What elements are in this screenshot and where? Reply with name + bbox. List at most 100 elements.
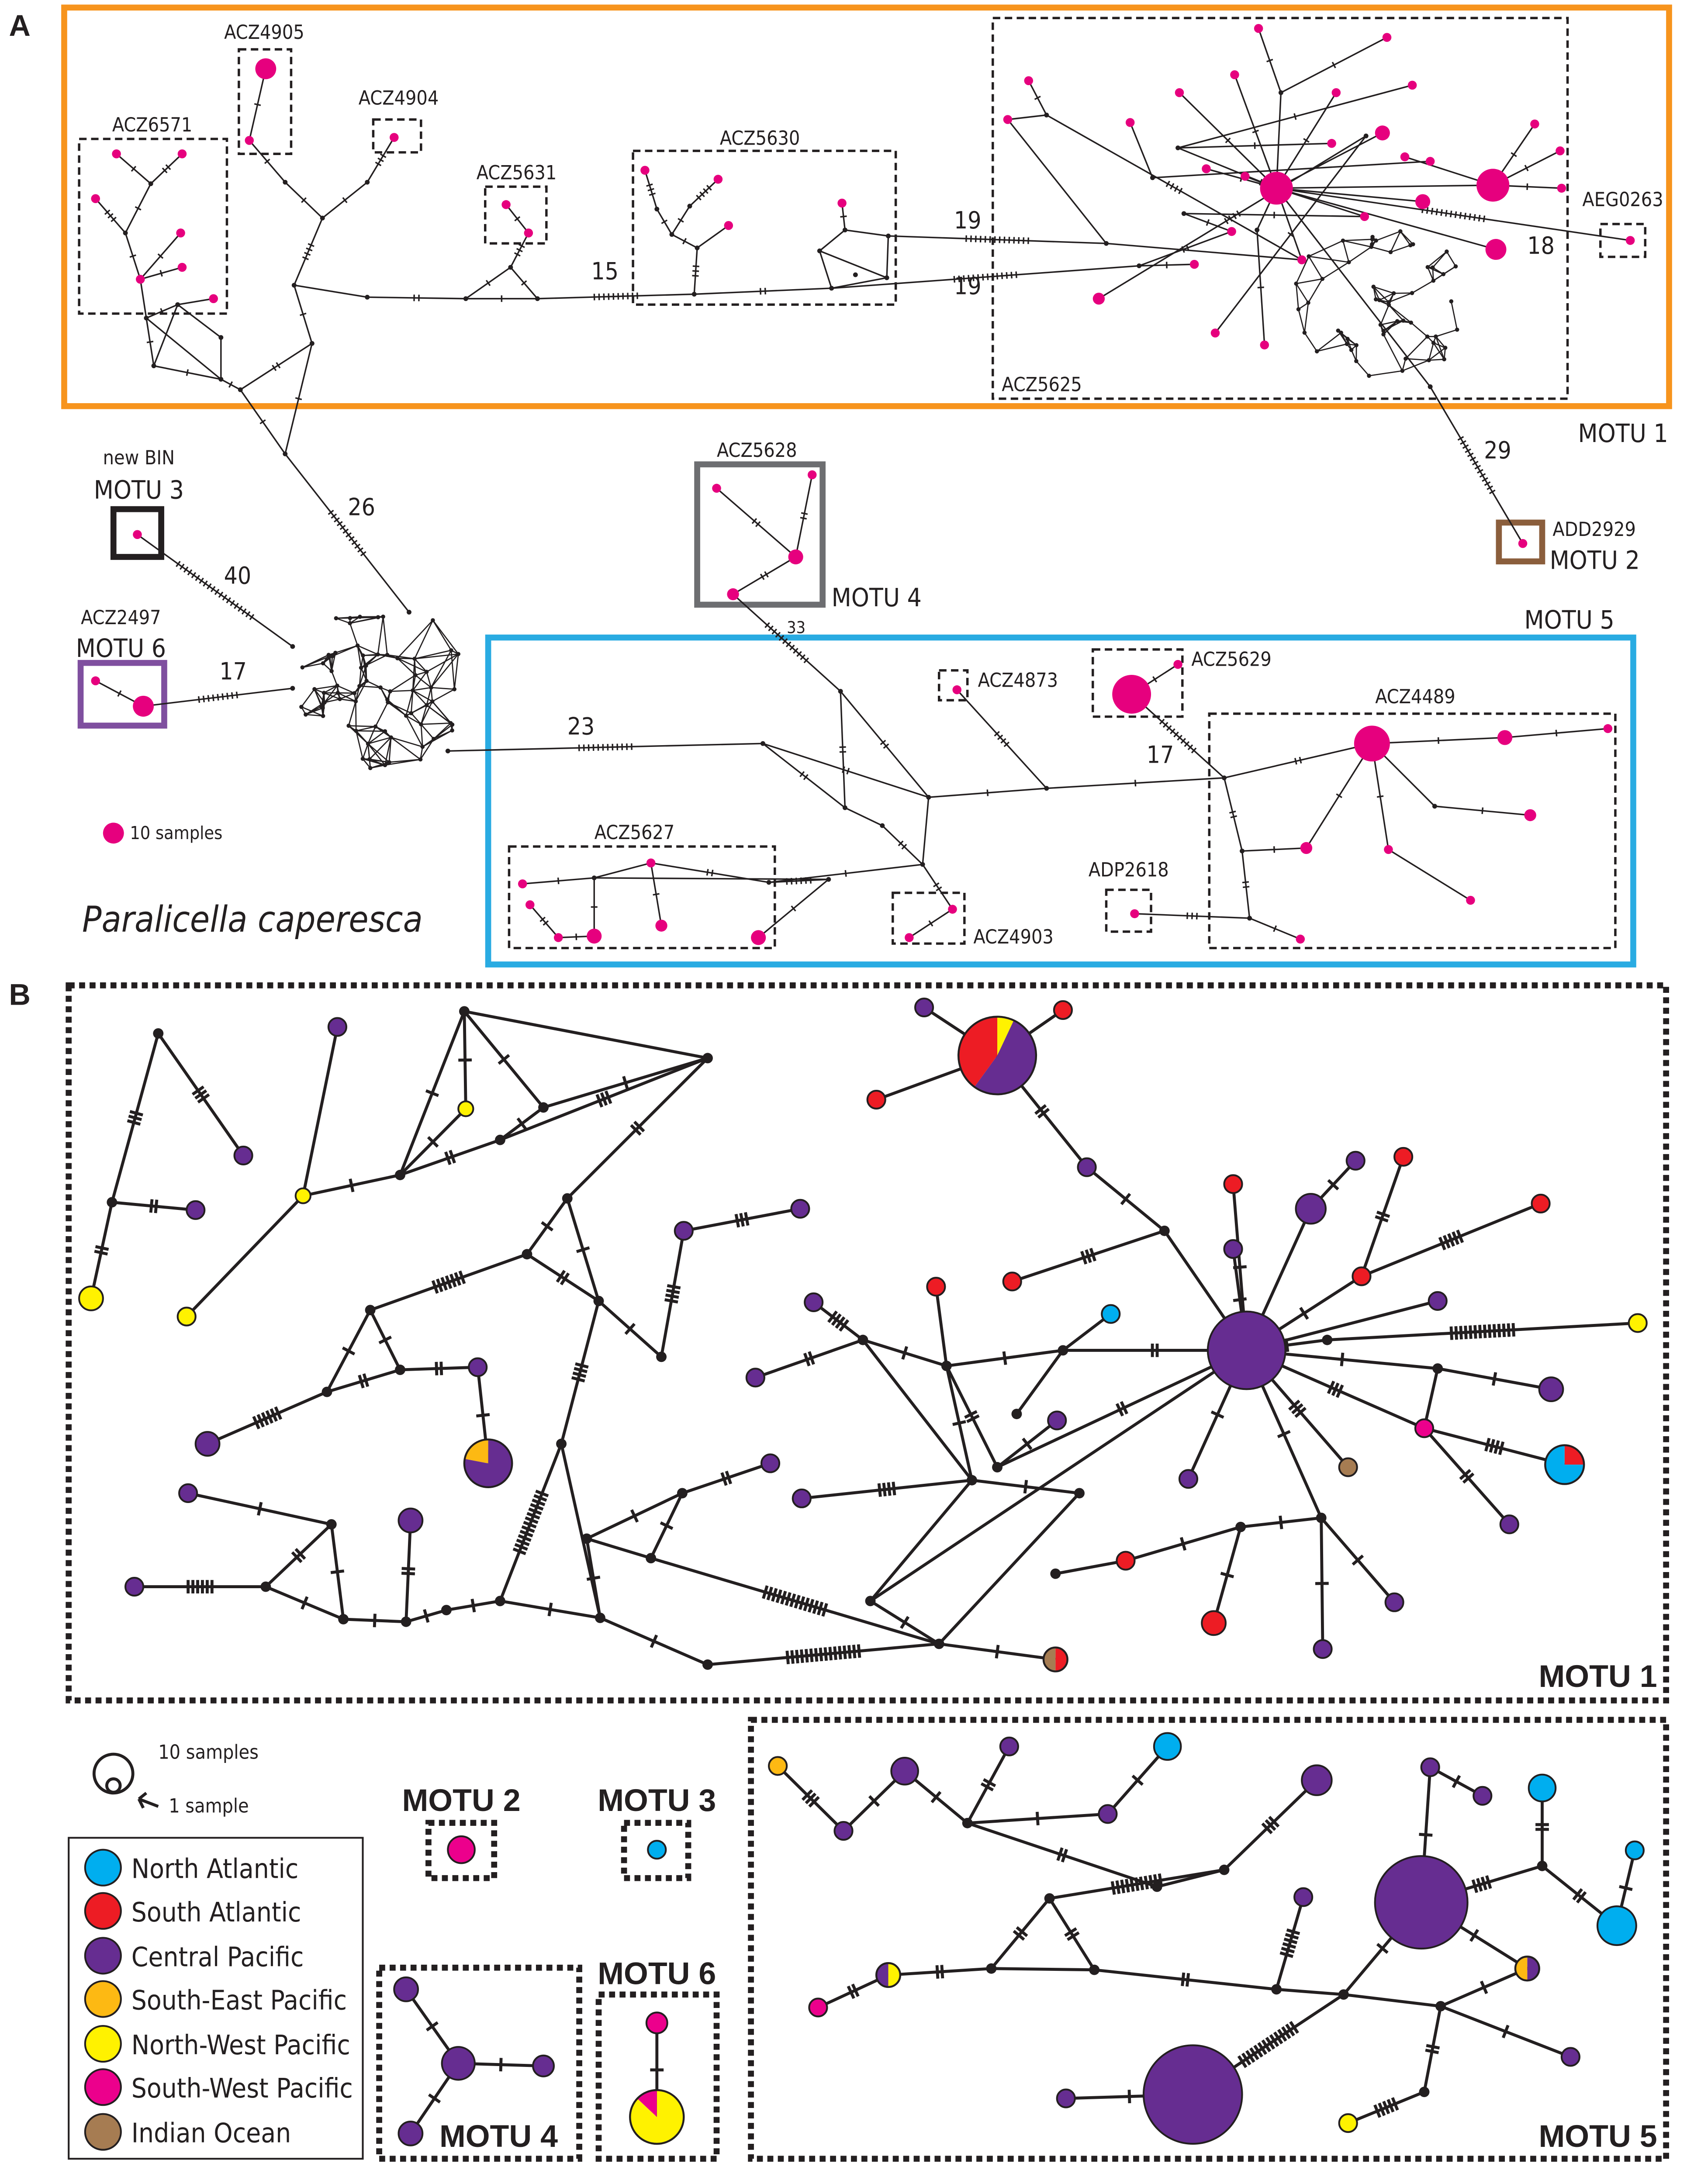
motu6-label: MOTU 6 <box>76 633 166 663</box>
network-edge <box>264 1523 333 1588</box>
mutation-tick <box>1419 1833 1433 1837</box>
size-legend-small-label: 1 sample <box>169 1795 249 1817</box>
haplotype-node <box>1407 80 1417 90</box>
mutation-tick <box>1483 1324 1487 1338</box>
network-edge <box>650 862 769 883</box>
mutation-tick <box>543 920 549 926</box>
mutation-tick <box>1283 1937 1298 1945</box>
bin-label: ACZ6571 <box>112 114 193 136</box>
mutation-tick <box>1178 187 1183 194</box>
motu4-box <box>376 1964 582 2162</box>
network-edge <box>888 1967 992 1977</box>
mutation-tick <box>847 1645 852 1659</box>
mutation-tick <box>1327 1179 1339 1191</box>
network-edge <box>404 1520 412 1622</box>
mutation-tick <box>378 1335 392 1344</box>
mutation-tick <box>1035 1811 1040 1825</box>
mutation-tick <box>207 583 212 590</box>
median-vector-node <box>702 1659 713 1670</box>
median-vector-node <box>702 1053 713 1064</box>
mutation-tick <box>928 920 933 927</box>
mutation-tick <box>775 1589 782 1603</box>
network-edge <box>382 616 388 655</box>
median-vector-node <box>1410 291 1414 295</box>
mutation-tick <box>795 1649 799 1664</box>
mutation-tick <box>485 280 491 286</box>
haplotype-node <box>1260 172 1293 205</box>
panel-a-label: A <box>9 9 31 42</box>
network-edge <box>1298 309 1305 333</box>
median-vector-node <box>992 1462 1003 1472</box>
median-vector-node <box>766 880 771 885</box>
median-vector-node <box>595 1612 605 1623</box>
bin-box-acz5631 <box>484 185 548 245</box>
haplotype-node <box>1384 845 1393 854</box>
network-edge <box>314 685 338 690</box>
mutation-tick <box>377 157 384 162</box>
mutation-tick <box>195 575 201 581</box>
network-edge <box>305 714 323 717</box>
mutation-tick <box>380 153 387 158</box>
haplotype-node <box>804 1292 824 1312</box>
network-edge <box>370 761 390 769</box>
mutation-tick <box>720 1472 728 1486</box>
network-edge <box>1343 238 1372 242</box>
haplotype-node <box>760 1453 781 1473</box>
haplotype-node <box>808 1997 828 2018</box>
median-vector-node <box>299 705 304 709</box>
mutation-tick <box>1426 2044 1440 2049</box>
mutation-tick <box>514 252 521 257</box>
network-edge <box>1177 147 1277 189</box>
network-edge <box>762 743 929 798</box>
median-vector-node <box>385 698 390 702</box>
mutation-tick <box>1481 807 1484 814</box>
network-edge <box>1295 256 1310 284</box>
mutation-tick <box>892 1482 896 1496</box>
network-edge <box>861 1339 973 1481</box>
haplotype-node <box>866 1089 886 1110</box>
legend-swatch <box>84 2113 122 2151</box>
bin-box-acz6571 <box>78 138 228 315</box>
mutation-tick <box>1233 1265 1247 1269</box>
mutation-tick <box>1191 747 1197 753</box>
mutation-tick <box>1378 2102 1386 2116</box>
bin-label: ADP2618 <box>1089 859 1169 881</box>
median-vector-node <box>1401 318 1406 323</box>
mutation-tick <box>207 695 210 702</box>
network-edge <box>1373 286 1390 303</box>
mutation-tick <box>154 1199 159 1213</box>
mutation-tick <box>846 767 850 775</box>
mutation-tick <box>1220 1572 1234 1579</box>
median-vector-node <box>1296 307 1301 311</box>
haplotype-node <box>398 1507 424 1534</box>
haplotype-node <box>1476 169 1510 202</box>
mutation-tick <box>1066 1931 1080 1941</box>
network-edge <box>426 705 453 725</box>
mutation-tick <box>1186 912 1189 919</box>
mutation-tick <box>682 238 687 245</box>
mutation-tick <box>557 878 560 885</box>
mutation-tick <box>95 1245 109 1251</box>
network-edge <box>996 1349 1248 1469</box>
haplotype-node <box>724 221 733 230</box>
haplotype-node <box>1603 724 1613 733</box>
haplotype-node <box>1466 895 1475 905</box>
network-edge <box>1129 122 1154 178</box>
haplotype-node <box>1254 24 1263 33</box>
mutation-tick <box>331 513 337 519</box>
mutation-tick <box>547 1602 553 1617</box>
network-edge <box>324 692 340 700</box>
median-vector-node <box>394 1170 405 1180</box>
network-edge <box>840 691 846 808</box>
mutation-tick <box>997 734 1003 740</box>
network-edge <box>369 758 390 763</box>
mutation-tick <box>647 188 654 192</box>
network-edge <box>1223 778 1243 851</box>
mutation-tick <box>819 1648 823 1662</box>
haplotype-node <box>1173 660 1182 669</box>
haplotype-node <box>1374 1855 1469 1950</box>
mutation-count: 18 <box>1527 232 1555 259</box>
network-edge <box>1405 336 1428 359</box>
mutation-tick <box>1445 210 1448 217</box>
mutation-tick <box>533 1494 547 1502</box>
